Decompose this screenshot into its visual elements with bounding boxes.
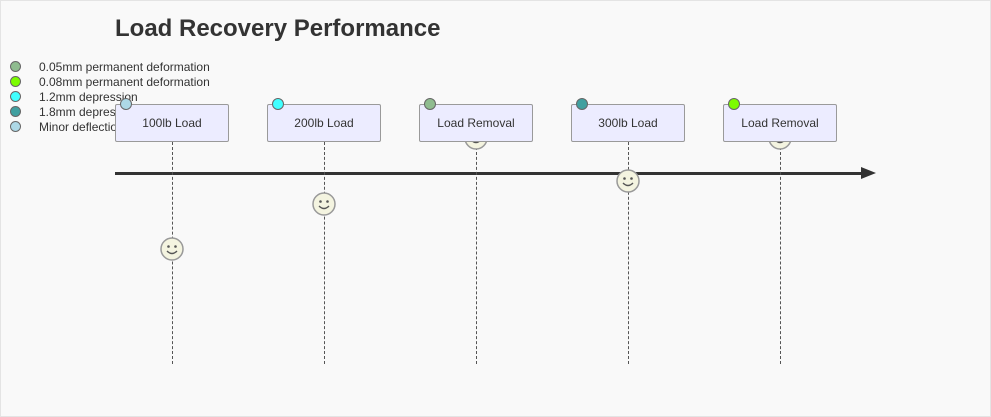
event-dashed-line [324,142,325,364]
event-color-dot [728,98,740,110]
legend-label: 1.8mm depression [39,105,138,119]
event-label-box: 200lb Load [267,104,381,142]
timeline-event: 200lb Load [267,98,381,364]
event-label-box: Load Removal [419,104,533,142]
smiley-face-icon [616,169,640,193]
timeline-axis [115,172,867,175]
legend-color-dot [10,121,21,132]
event-color-dot [576,98,588,110]
legend-color-dot [10,106,21,117]
legend-label: 0.08mm permanent deformation [39,75,210,89]
event-label-box: 100lb Load [115,104,229,142]
legend-color-dot [10,91,21,102]
timeline-arrow-head [861,167,876,179]
event-label-box: Load Removal [723,104,837,142]
legend-label: 0.05mm permanent deformation [39,60,210,74]
legend-label: Minor deflection [39,120,124,134]
legend-color-dot [10,61,21,72]
event-dashed-line [628,142,629,364]
smiley-face-icon [160,237,184,261]
event-color-dot [272,98,284,110]
timeline-event: Load Removal [419,98,533,364]
diagram-title: Load Recovery Performance [115,15,441,42]
timeline-event: Load Removal [723,98,837,364]
event-color-dot [424,98,436,110]
legend-label: 1.2mm depression [39,90,138,104]
event-dashed-line [780,142,781,364]
event-color-dot [120,98,132,110]
smiley-face-icon [312,192,336,216]
timeline-event: 100lb Load [115,98,229,364]
timeline-event: 300lb Load [571,98,685,364]
legend-color-dot [10,76,21,87]
event-dashed-line [476,142,477,364]
event-label-box: 300lb Load [571,104,685,142]
